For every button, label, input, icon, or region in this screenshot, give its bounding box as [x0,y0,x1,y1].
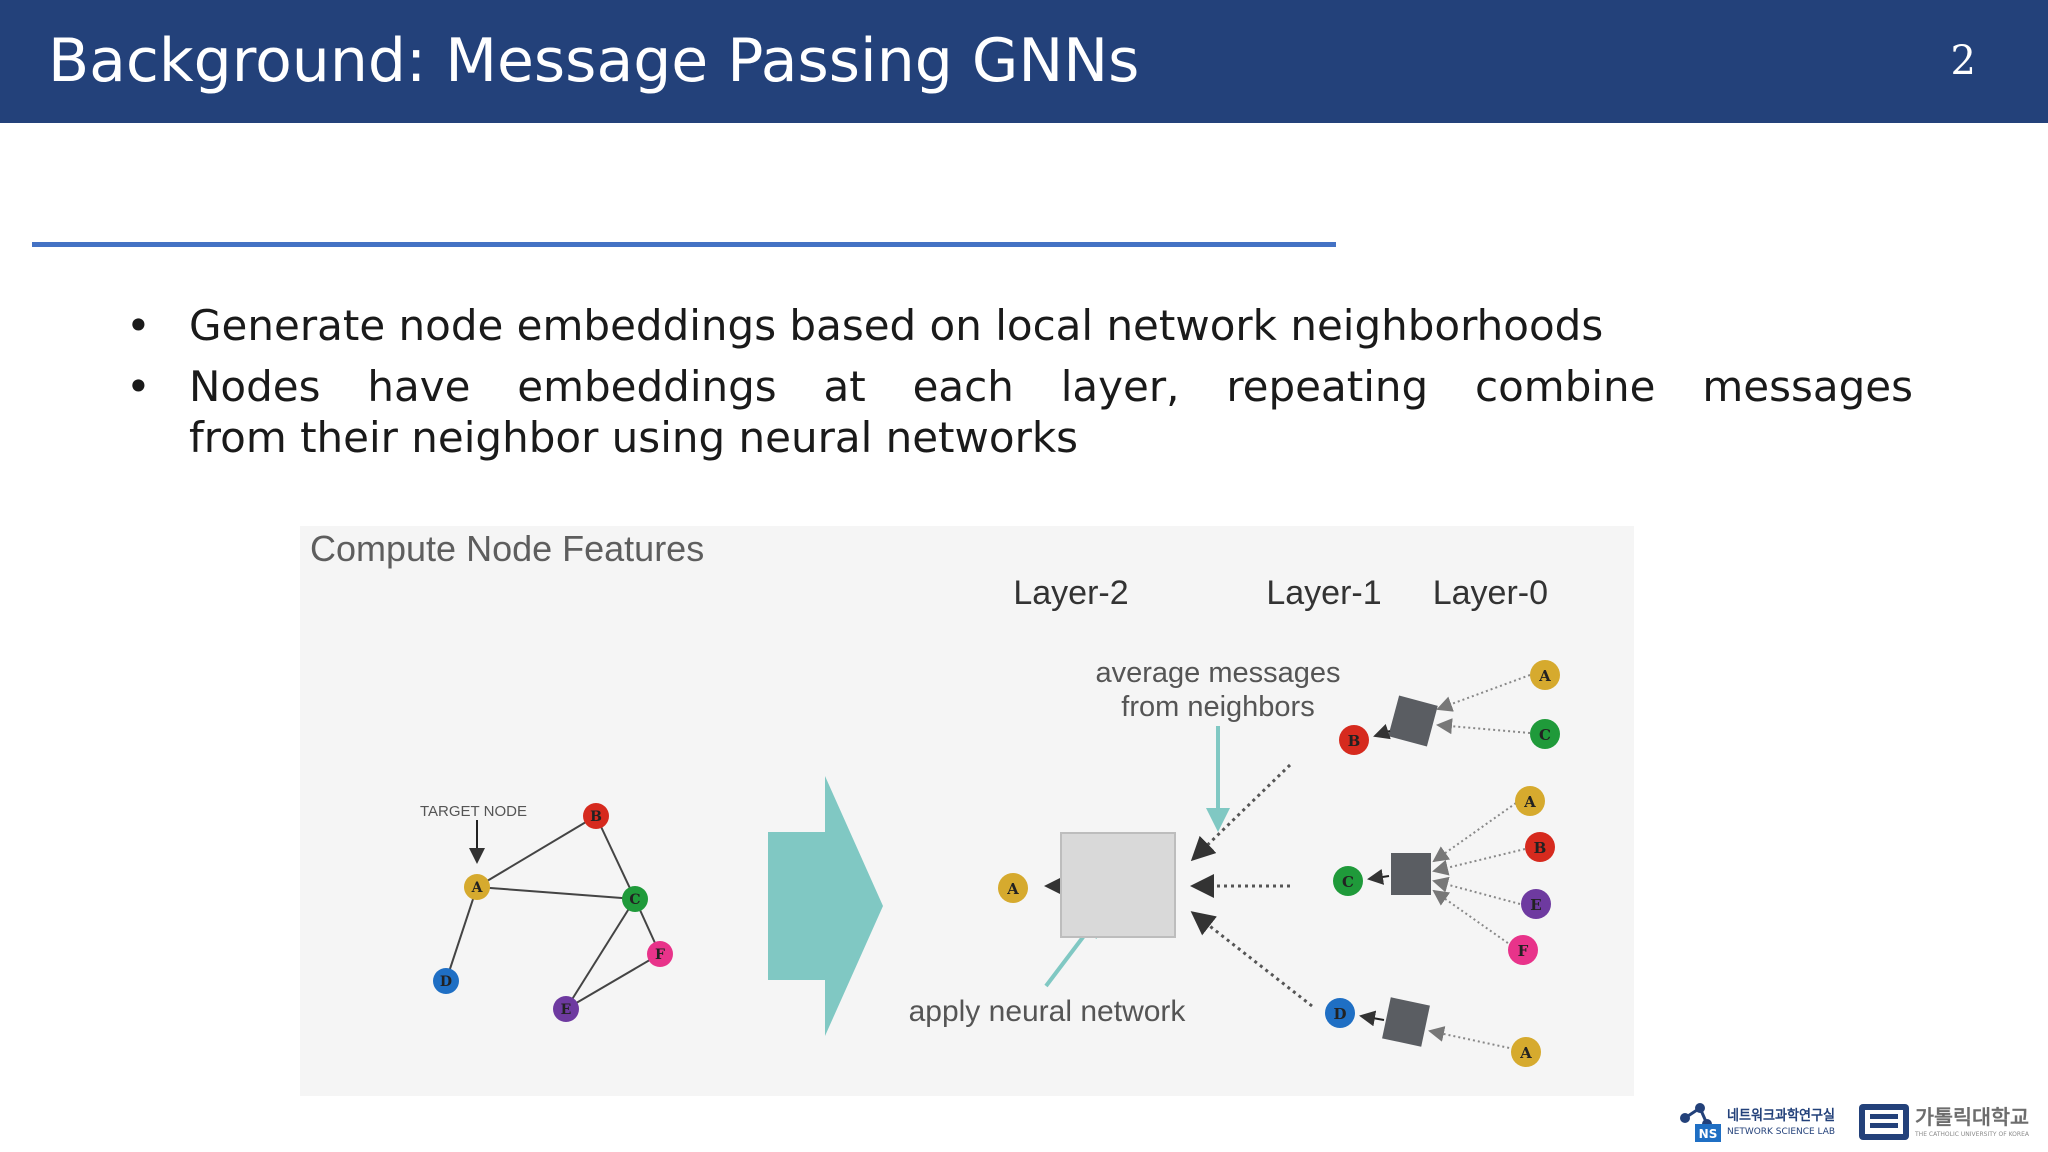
leaf-node-c-a: A [1515,786,1545,816]
bullet-text: Nodes have embeddings at each layer, rep… [189,362,1913,411]
svg-text:E: E [561,1002,572,1018]
block-to-node-arrows [1359,723,1391,1027]
graph-node-f: F [647,941,673,967]
svg-text:A: A [1538,667,1551,685]
aggregator-blocks [1382,695,1438,1047]
bullet-dot: • [126,301,151,350]
svg-text:B: B [1534,839,1547,857]
gnn-figure: Compute Node Features TARGET NODE A [300,526,1634,1096]
svg-text:A: A [1006,880,1019,898]
title-underline [32,242,1336,247]
svg-text:C: C [1342,873,1354,891]
apply-annotation: apply neural network [909,995,1187,1028]
target-node-label: TARGET NODE [420,803,527,820]
average-annotation-line2: from neighbors [1121,691,1314,723]
figure-title: Compute Node Features [310,528,705,569]
message-arrows [1190,763,1313,1008]
graph-edges [445,815,661,1010]
svg-text:가톨릭대학교: 가톨릭대학교 [1915,1105,2029,1129]
transform-arrow-icon [768,776,883,1036]
bullet-dot: • [126,362,151,411]
tree-node-c: C [1333,866,1363,896]
graph-node-c: C [622,886,648,912]
bullet-item: • Generate node embeddings based on loca… [126,300,1913,351]
svg-text:D: D [440,974,452,990]
leaf-node-c-f: F [1508,935,1538,965]
leaf-node-c-b: B [1525,832,1555,862]
svg-text:F: F [1518,942,1529,960]
svg-text:D: D [1333,1005,1346,1023]
tree-node-a-root: A [998,873,1028,903]
layer-0-label: Layer-0 [1433,574,1548,612]
svg-text:F: F [655,947,665,963]
svg-text:A: A [1523,793,1536,811]
svg-text:A: A [471,880,484,896]
svg-text:E: E [1530,896,1541,914]
catholic-university-logo: 가톨릭대학교 THE CATHOLIC UNIVERSITY OF KOREA [1859,1104,2030,1140]
svg-text:B: B [590,809,602,825]
leaf-node-d-a: A [1511,1037,1541,1067]
average-annotation-line1: average messages [1095,657,1340,689]
layer-1-label: Layer-1 [1266,574,1381,612]
leaf-node-c-e: E [1521,889,1551,919]
bullet-text: Generate node embeddings based on local … [189,301,1604,350]
graph-node-d: D [433,968,459,994]
svg-text:A: A [1519,1044,1532,1062]
svg-text:NETWORK SCIENCE LAB: NETWORK SCIENCE LAB [1727,1127,1835,1137]
footer-logos: NS 네트워크과학연구실 NETWORK SCIENCE LAB 가톨릭대학교 … [1675,1096,2035,1146]
leaf-node-b-a: A [1530,660,1560,690]
svg-text:NS: NS [1699,1127,1718,1141]
layer0-arrows [1428,674,1531,1050]
svg-text:C: C [1539,726,1551,744]
slide-title: Background: Message Passing GNNs [48,26,1140,96]
tree-node-d: D [1325,998,1355,1028]
layer-2-label: Layer-2 [1013,574,1128,612]
graph-node-e: E [553,996,579,1022]
tree-node-b: B [1339,725,1369,755]
svg-text:네트워크과학연구실: 네트워크과학연구실 [1727,1108,1835,1124]
svg-text:THE CATHOLIC UNIVERSITY OF KOR: THE CATHOLIC UNIVERSITY OF KOREA [1914,1131,2030,1138]
svg-text:B: B [1348,732,1361,750]
bullet-list: • Generate node embeddings based on loca… [126,300,1913,473]
graph-node-a: A [464,874,490,900]
network-science-lab-logo: NS 네트워크과학연구실 NETWORK SCIENCE LAB [1680,1103,1835,1142]
leaf-node-b-c: C [1530,719,1560,749]
bullet-item: • Nodes have embeddings at each layer, r… [126,361,1913,463]
svg-text:C: C [629,892,640,908]
page-number: 2 [1950,38,1976,84]
logos-svg: NS 네트워크과학연구실 NETWORK SCIENCE LAB 가톨릭대학교 … [1680,1103,2030,1142]
figure-svg: TARGET NODE A B C D E F Layer-2 Layer-1 … [420,574,1560,1067]
aggregation-box [1060,832,1176,938]
bullet-text-continued: from their neighbor using neural network… [189,413,1079,462]
graph-node-b: B [583,803,609,829]
header-bar: Background: Message Passing GNNs 2 [0,0,2048,123]
